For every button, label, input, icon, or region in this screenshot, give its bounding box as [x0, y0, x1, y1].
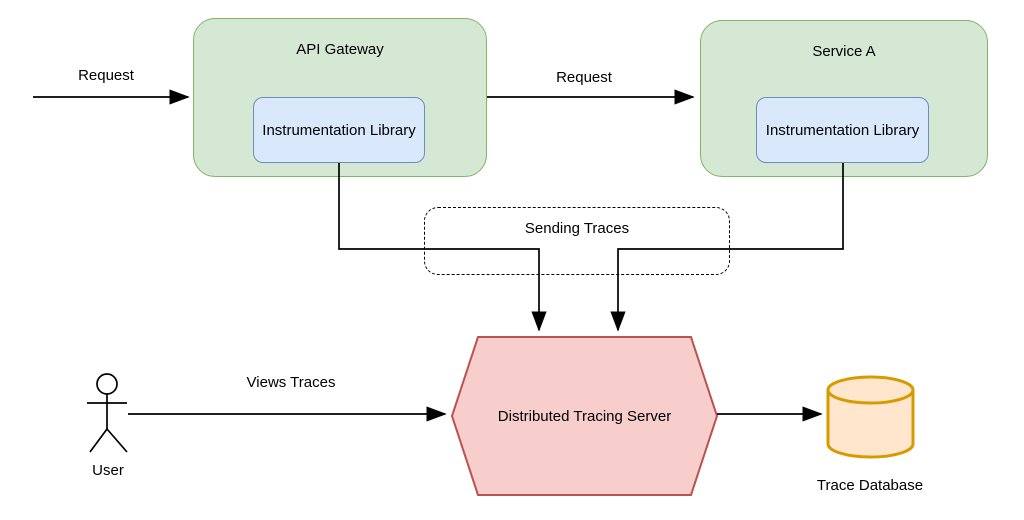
- service-a-label: Service A: [812, 43, 876, 60]
- instrumentation-library-right-node: Instrumentation Library: [756, 97, 929, 163]
- request-between-label: Request: [556, 69, 612, 86]
- sending-traces-label: Sending Traces: [524, 220, 630, 237]
- user-actor-icon: [87, 373, 128, 453]
- trace-database-label: Trace Database: [816, 477, 924, 494]
- instrumentation-library-right-label: Instrumentation Library: [765, 121, 920, 139]
- instrumentation-library-left-label: Instrumentation Library: [262, 121, 416, 139]
- sending-traces-group-node: [424, 207, 730, 275]
- instrumentation-library-left-node: Instrumentation Library: [253, 97, 425, 163]
- trace-database-cylinder-icon: [826, 375, 915, 459]
- user-label: User: [92, 462, 124, 479]
- api-gateway-label: API Gateway: [296, 41, 384, 58]
- request-in-label: Request: [78, 67, 134, 84]
- views-traces-label: Views Traces: [246, 374, 336, 391]
- distributed-tracing-server-label: Distributed Tracing Server: [497, 407, 672, 425]
